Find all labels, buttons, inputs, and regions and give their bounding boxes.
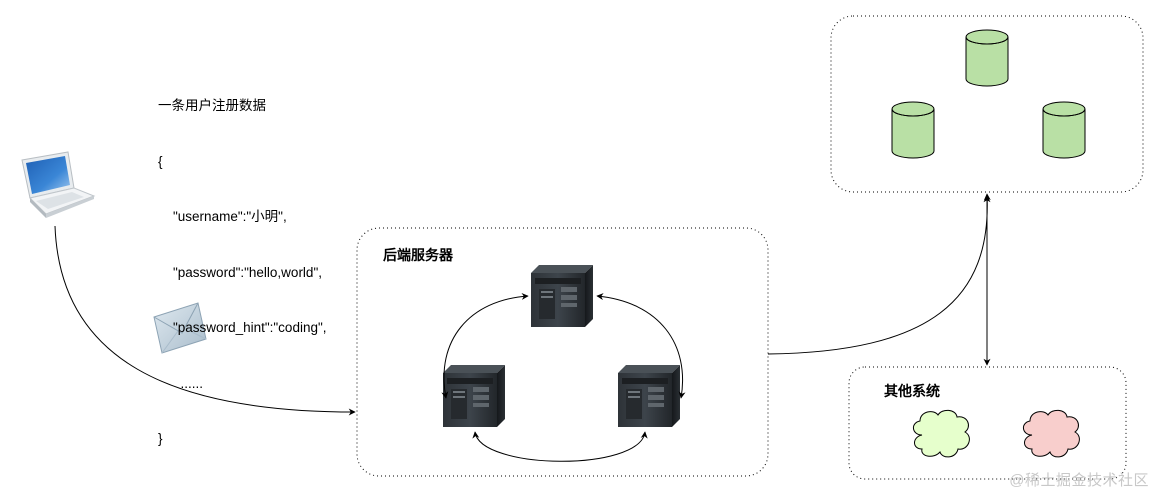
cloud-icon bbox=[912, 409, 970, 458]
other-systems-group-box bbox=[848, 366, 1127, 480]
server-link bbox=[441, 292, 529, 399]
backend-to-database-connector bbox=[767, 193, 991, 355]
note-line: } bbox=[158, 431, 163, 446]
server-tower-icon bbox=[531, 265, 593, 327]
note-line: "password":"hello,world", bbox=[158, 264, 322, 280]
database-cylinder-icon bbox=[965, 29, 1009, 87]
note-line: ...... bbox=[158, 375, 204, 391]
server-tower-icon bbox=[618, 365, 680, 427]
database-cylinder-icon bbox=[1042, 101, 1086, 159]
server-link bbox=[472, 431, 648, 462]
server-link bbox=[596, 293, 686, 399]
backend-group-title: 后端服务器 bbox=[383, 247, 453, 263]
note-line: "password_hint":"coding", bbox=[158, 320, 327, 335]
other-systems-group-title: 其他系统 bbox=[884, 383, 940, 399]
envelope-icon bbox=[153, 302, 207, 354]
cloud-icon bbox=[1022, 409, 1080, 458]
watermark: @稀土掘金技术社区 bbox=[1009, 472, 1149, 489]
database-group-box bbox=[830, 15, 1144, 193]
laptop-icon bbox=[21, 151, 96, 218]
note-line: "username":"小明", bbox=[158, 209, 287, 224]
note-line: { bbox=[158, 153, 163, 169]
server-tower-icon bbox=[443, 365, 505, 427]
database-cylinder-icon bbox=[891, 101, 935, 159]
registration-data-note: 一条用户注册数据 { "username":"小明", "password":"… bbox=[158, 60, 327, 467]
client-to-backend-connector bbox=[54, 225, 356, 416]
note-line: 一条用户注册数据 bbox=[158, 98, 266, 113]
